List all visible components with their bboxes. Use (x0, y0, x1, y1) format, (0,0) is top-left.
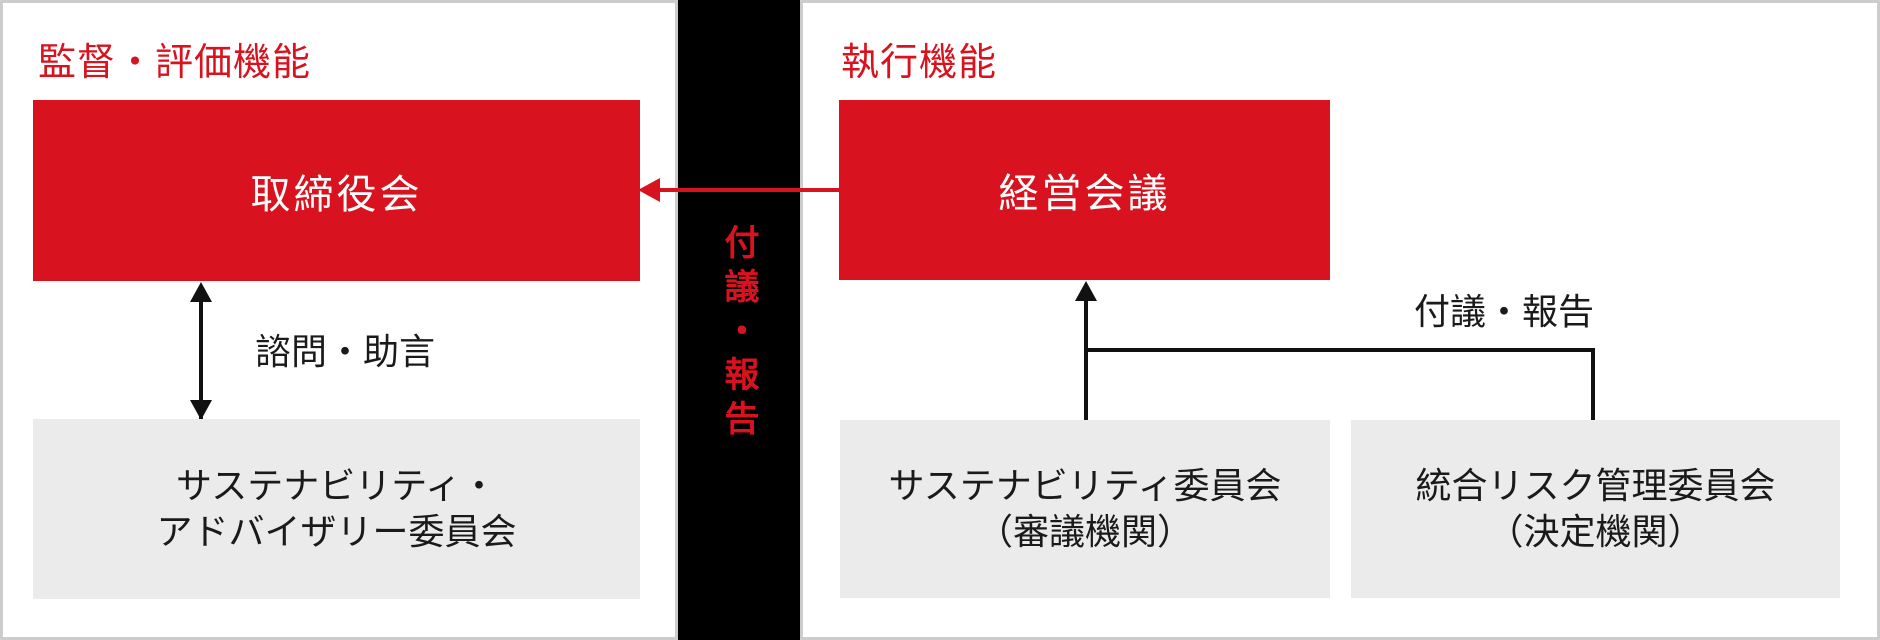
connector-vertical-line-1 (1084, 299, 1088, 420)
connector-horizontal-line (1084, 348, 1595, 352)
board-of-directors-label: 取締役会 (250, 172, 423, 217)
divider-vertical-label: 付議・報告 (719, 224, 759, 444)
divider-bar (678, 0, 800, 640)
supervision-section-label: 監督・評価機能 (38, 42, 312, 84)
advisory-box-line2: アドバイザリー委員会 (156, 511, 517, 552)
report-arrow-shaft (659, 188, 839, 192)
advisory-box-line1: サステナビリティ・ (175, 465, 498, 506)
sustainability-committee-box: サステナビリティ委員会 （審議機関） (840, 420, 1330, 598)
management-meeting-box: 経営会議 (839, 100, 1330, 280)
sustainability-box-line2: （審議機関） (976, 511, 1193, 552)
connector-arrow-up-icon (1075, 281, 1097, 301)
sustainability-box-line1: サステナビリティ委員会 (888, 465, 1282, 506)
integrated-risk-committee-box: 統合リスク管理委員会 （決定機関） (1351, 420, 1840, 598)
report-arrow-left-icon (638, 178, 660, 202)
sustainability-advisory-committee-box: サステナビリティ・ アドバイザリー委員会 (33, 419, 640, 599)
management-meeting-label: 経営会議 (998, 172, 1171, 216)
board-of-directors-box: 取締役会 (33, 100, 640, 281)
double-arrow-up-icon (190, 282, 212, 302)
refer-report-label: 付議・報告 (1413, 291, 1594, 332)
risk-box-line2: （決定機関） (1487, 511, 1704, 552)
double-arrow-down-icon (190, 400, 212, 420)
consult-advice-label: 諮問・助言 (254, 331, 435, 372)
double-arrow-shaft (199, 299, 203, 423)
risk-box-line1: 統合リスク管理委員会 (1415, 465, 1776, 506)
connector-vertical-line-2 (1591, 348, 1595, 420)
execution-section-label: 執行機能 (841, 42, 998, 84)
